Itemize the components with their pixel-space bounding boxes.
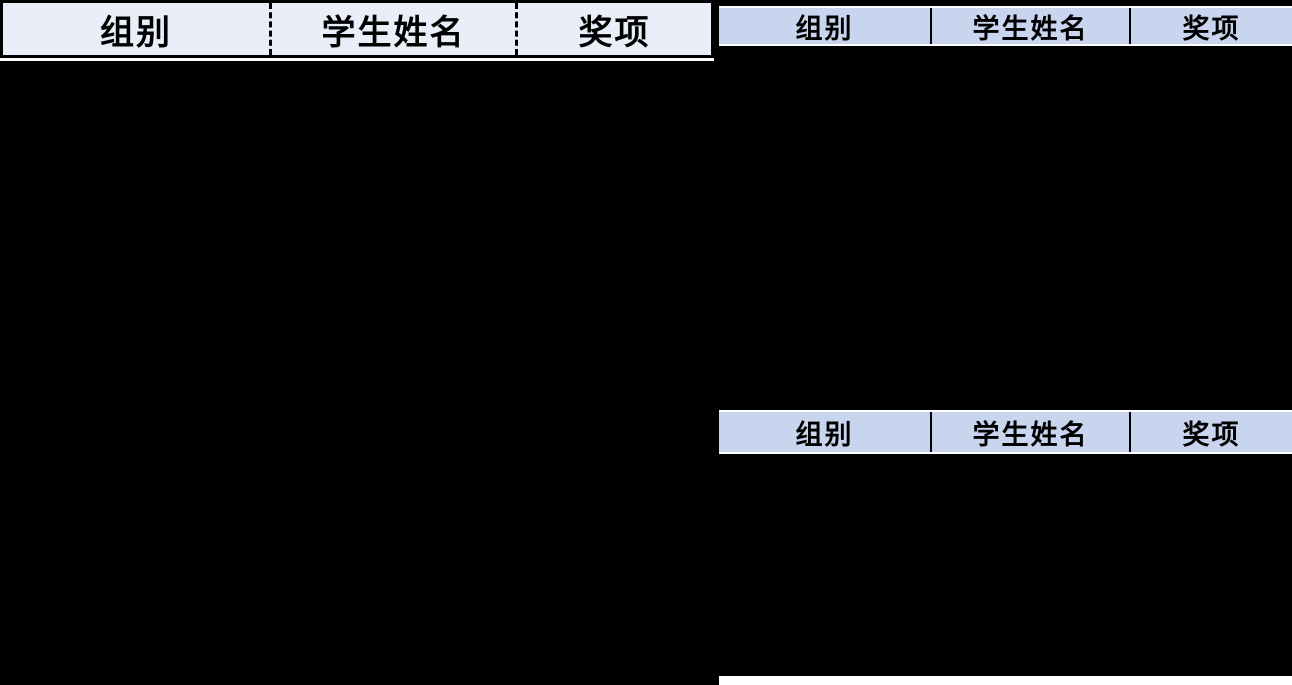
right-mid-table-header-cell-award[interactable]: 奖项 [1129,412,1292,452]
right-mid-table-header-cell-group[interactable]: 组别 [795,419,854,450]
right-mid-table-header-row: 组别 学生姓名 奖项 [719,410,1292,454]
right-top-table-header-row: 组别 学生姓名 奖项 [719,6,1292,46]
right-top-table-header-cell-student-name[interactable]: 学生姓名 [930,8,1129,44]
right-top-table-header-cell-group[interactable]: 组别 [795,13,854,44]
right-table-bottom-border [719,676,1292,685]
left-table-header-cell-award[interactable]: 奖项 [515,3,711,55]
right-top-table-header-cell-award[interactable]: 奖项 [1129,8,1292,44]
left-table-header-cell-group[interactable]: 组别 [100,14,172,52]
left-table-header-row: 组别 学生姓名 奖项 [0,0,714,58]
right-mid-table-header-cell-student-name[interactable]: 学生姓名 [930,412,1129,452]
left-table-header-cell-student-name[interactable]: 学生姓名 [269,3,515,55]
